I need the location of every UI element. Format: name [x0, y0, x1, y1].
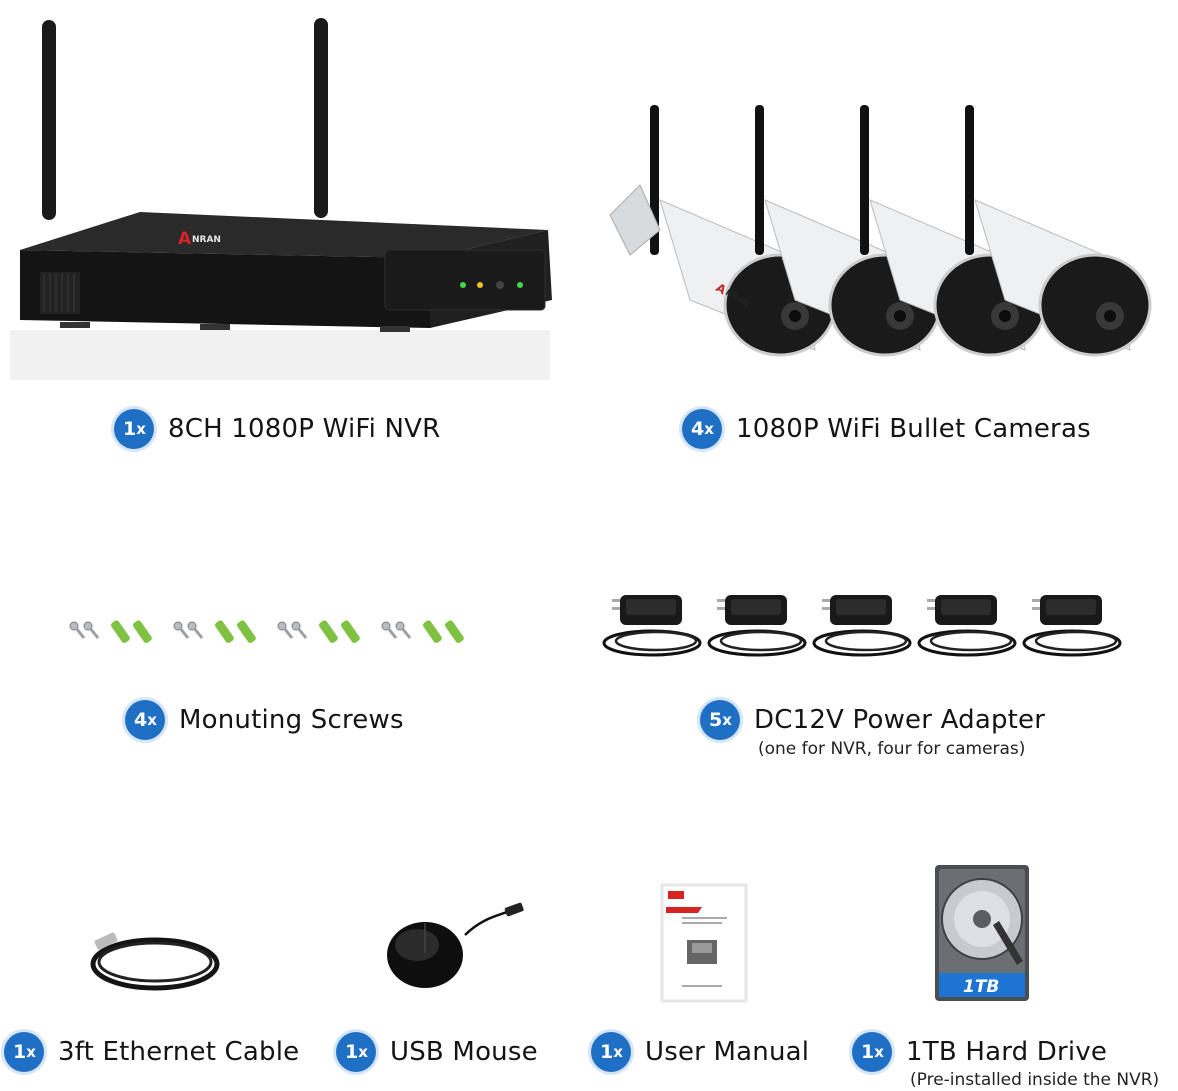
user-manual-image [660, 883, 748, 1003]
screw [187, 621, 204, 639]
power-adapter [1022, 595, 1122, 657]
anchor [237, 620, 256, 643]
anchor [133, 620, 152, 643]
adapters-image [602, 595, 1122, 657]
screws-image [69, 620, 464, 643]
power-adapter [707, 595, 807, 657]
anchor [341, 620, 360, 643]
item-name: USB Mouse [390, 1037, 538, 1067]
screw [291, 621, 308, 639]
nvr-brand: NRAN [192, 235, 221, 245]
item-name: User Manual [645, 1037, 810, 1067]
usb-mouse-image [387, 902, 524, 988]
adapters-note: (one for NVR, four for cameras) [758, 739, 1026, 759]
camera-4 [965, 105, 1152, 357]
item-name: 8CH 1080P WiFi NVR [168, 414, 441, 444]
anchor [319, 620, 338, 643]
hdd-capacity-label: 1TB [963, 977, 999, 997]
item-name: 1080P WiFi Bullet Cameras [736, 414, 1091, 444]
screw [173, 621, 190, 639]
anchor [111, 620, 130, 643]
item-name: 1TB Hard Drive [906, 1037, 1108, 1067]
screw [83, 621, 100, 639]
item-name: Monuting Screws [179, 705, 404, 735]
screw [277, 621, 294, 639]
hard-drive-image: 1TB [935, 865, 1029, 1001]
screw [381, 621, 398, 639]
hdd-note: (Pre-installed inside the NVR) [910, 1070, 1160, 1090]
power-adapter [602, 595, 702, 657]
item-name: 3ft Ethernet Cable [58, 1037, 300, 1067]
anchor [445, 620, 464, 643]
screw [395, 621, 412, 639]
item-name: DC12V Power Adapter [754, 705, 1046, 735]
anchor [215, 620, 234, 643]
power-adapter [812, 595, 912, 657]
anchor [423, 620, 442, 643]
screw [69, 621, 86, 639]
svg-text:A: A [178, 229, 192, 249]
ethernet-cable-image [90, 932, 220, 991]
power-adapter [917, 595, 1017, 657]
cameras-image: A NRAN [609, 105, 1152, 357]
nvr-image: A NRAN [10, 18, 552, 380]
